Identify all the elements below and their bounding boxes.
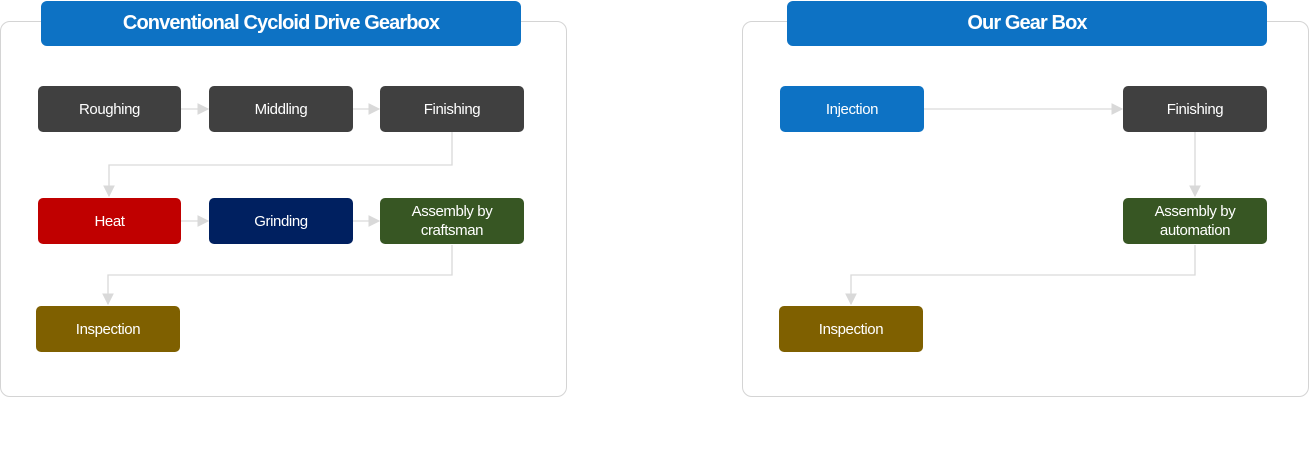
step-finishing-right: Finishing <box>1123 86 1267 132</box>
step-assembly-by-automation: Assembly by automation <box>1123 198 1267 244</box>
step-inspection-right: Inspection <box>779 306 923 352</box>
step-heat: Heat <box>38 198 181 244</box>
step-inspection: Inspection <box>36 306 180 352</box>
step-roughing: Roughing <box>38 86 181 132</box>
step-finishing: Finishing <box>380 86 524 132</box>
conventional-gearbox-title: Conventional Cycloid Drive Gearbox <box>41 1 521 46</box>
connector-assembly-inspection <box>102 245 453 306</box>
connector-assembly-inspection-right <box>845 245 1196 306</box>
step-grinding: Grinding <box>209 198 353 244</box>
step-assembly-by-craftsman: Assembly by craftsman <box>380 198 524 244</box>
our-gearbox-title: Our Gear Box <box>787 1 1267 46</box>
connector-finishing-heat <box>103 132 453 198</box>
step-middling: Middling <box>209 86 353 132</box>
step-injection: Injection <box>780 86 924 132</box>
